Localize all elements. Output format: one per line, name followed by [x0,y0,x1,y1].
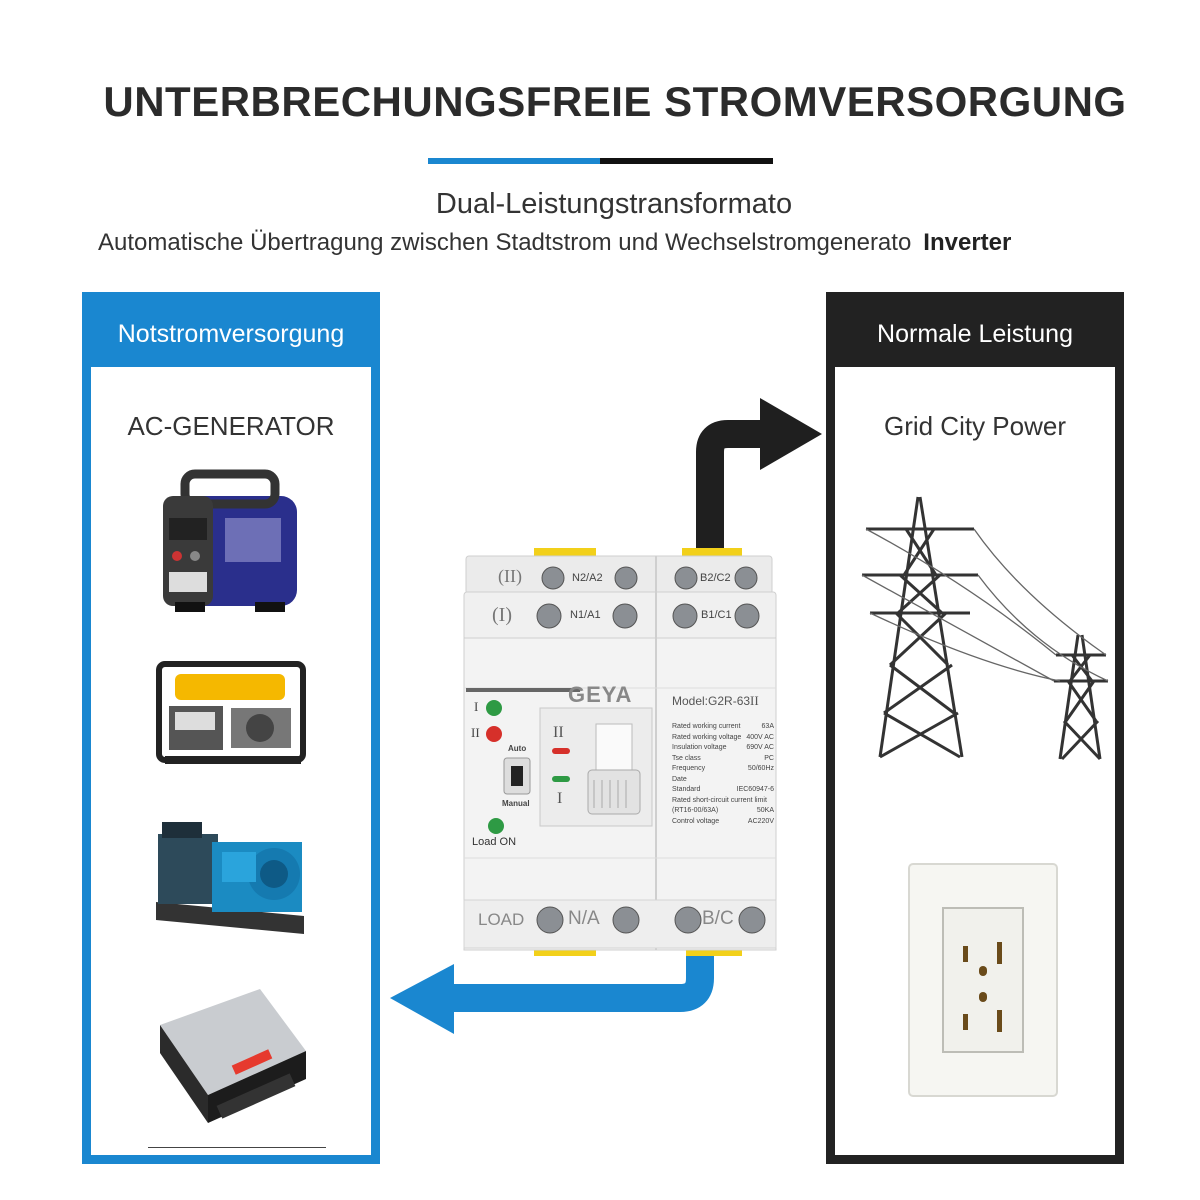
spec-key: (RT16-00/63A) [672,807,719,814]
spec-key: Frequency [672,765,706,772]
manual-label: Manual [502,799,530,808]
normal-power-header: Normale Leistung [835,301,1115,367]
spec-value: 50/60Hz [747,765,774,772]
page-title: UNTERBRECHUNGSFREIE STROMVERSORGUNG [103,78,1127,125]
spec-key: Rated short-circuit current limit [672,796,767,804]
spec-key: Insulation voltage [672,744,727,751]
spec-row: Tse class PC [672,754,774,765]
spec-row: Frequency 50/60Hz [672,764,774,775]
window-ii-label: II [553,724,564,741]
spec-key: Standard [672,786,701,793]
description: Automatische Übertragung zwischen Stadts… [98,229,1011,257]
spec-key: Date [672,775,687,783]
spec-value: PC [764,754,774,762]
open-frame-generator-icon [156,661,306,764]
spec-key: Rated working current [672,723,741,730]
wall-outlet-icon [908,863,1058,1097]
spec-row: Insulation voltage 690V AC [672,743,774,754]
spec-row: Control voltage AC220V [672,817,774,828]
terminal-bc: B/C [702,908,734,929]
terminal-n1: N1/A1 [570,609,601,621]
spec-value: 690V AC [746,744,774,751]
description-text: Automatische Übertragung zwischen Stadts… [98,229,912,256]
transmission-tower-icon [861,496,1109,761]
spec-row: Rated short-circuit current limit [672,796,774,807]
spec-value: IEC60947-6 [736,786,774,793]
power-inverter-icon [160,989,306,1123]
spec-row: Date [672,775,774,786]
title-underline-blue [428,158,600,164]
ac-generator-label: AC-GENERATOR [127,411,335,441]
terminal-b2: B2/C2 [700,572,731,584]
inverter-generator-icon [163,469,297,612]
indicator-i-label: I [474,699,479,714]
arrow-to-generator [390,950,714,1034]
emergency-power-header: Notstromversorgung [91,301,371,367]
spec-table: Rated working current 63A Rated working v… [672,722,774,827]
brand-logo: GEYA [568,682,633,707]
auto-label: Auto [508,744,527,753]
spec-key: Rated working voltage [672,733,742,741]
grid-city-power-label: Grid City Power [883,411,1067,441]
spec-value: 400V AC [746,733,774,741]
spec-row: (RT16-00/63A) 50KA [672,806,774,817]
model-label: Model:G2R-63 [672,694,751,708]
spec-key: Tse class [672,754,701,762]
divider-line [148,1147,326,1148]
terminal-na: N/A [568,908,600,929]
indicator-ii-label: II [471,725,480,740]
spec-value: AC220V [747,817,774,825]
transfer-switch: (II) N2/A2 B2/C2 (I) N1/A1 B1/C1 GEYA Mo… [462,548,778,956]
window-i-label: I [557,790,563,807]
description-bold: Inverter [923,229,1012,256]
load-on-label: Load ON [472,836,517,848]
spec-value: 63A [761,723,774,730]
spec-key: Control voltage [672,817,720,825]
terminal-b1: B1/C1 [701,609,732,621]
top-row-mark: (II) [498,566,522,586]
arrow-to-grid [696,398,822,554]
spec-value: 50KA [756,807,774,814]
title-underline-black [600,158,773,164]
terminal-n2: N2/A2 [572,572,603,584]
spec-row: Rated working current 63A [672,722,774,733]
subtitle: Dual-Leistungstransformato [435,188,793,220]
spec-row: Standard IEC60947-6 [672,785,774,796]
load-label: LOAD [478,910,525,929]
transfer-switch-body [463,548,777,956]
mid-row-mark: (I) [492,604,512,626]
model-mark: II [750,693,759,708]
spec-row: Rated working voltage 400V AC [672,733,774,744]
diesel-generator-icon [156,822,304,934]
